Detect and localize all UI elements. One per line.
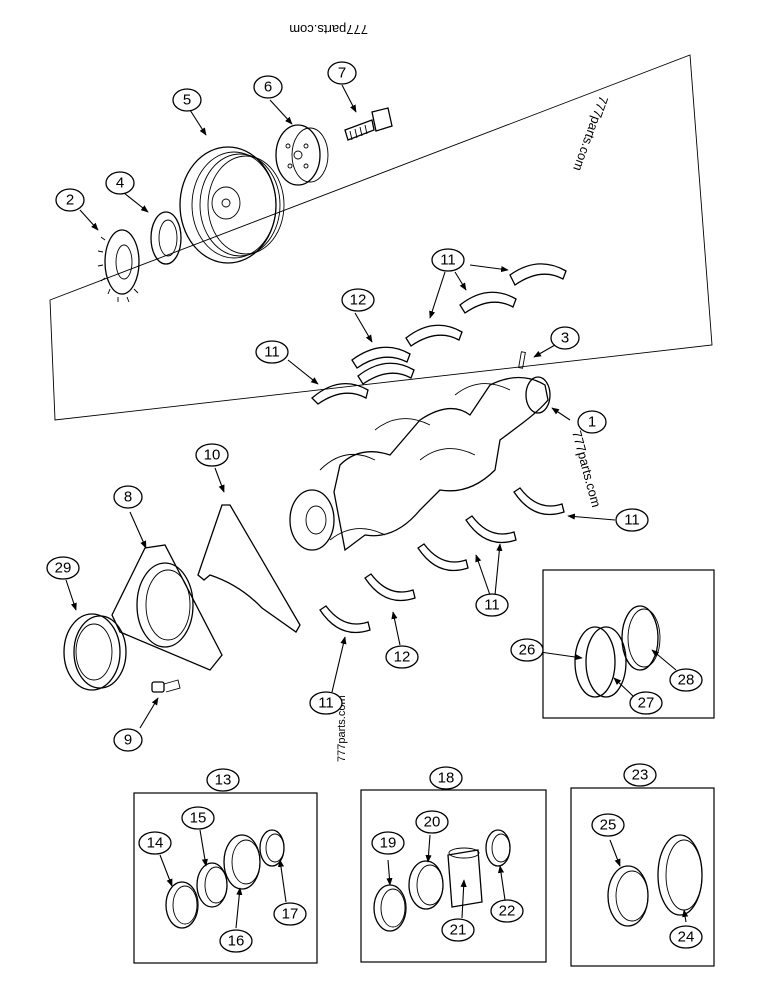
callout-26[interactable]: 26: [510, 638, 544, 662]
svg-text:8: 8: [124, 489, 132, 506]
kit-box-23: [570, 787, 715, 967]
callout-6[interactable]: 6: [253, 75, 283, 99]
leader-lines: [65, 84, 689, 929]
crankshaft-gear: [97, 229, 140, 303]
kit-26-parts: [574, 605, 661, 698]
crankshaft: [289, 376, 551, 552]
svg-text:1: 1: [588, 414, 596, 431]
svg-text:2: 2: [66, 192, 74, 209]
rear-oil-seal: [63, 613, 127, 691]
watermark-top: 777parts.com: [289, 22, 368, 37]
callout-1[interactable]: 1: [577, 410, 607, 434]
callout-12-lower[interactable]: 12: [385, 645, 419, 669]
svg-text:23: 23: [632, 767, 649, 784]
crankshaft-pulley: [179, 146, 285, 264]
callout-3[interactable]: 3: [550, 326, 580, 350]
svg-text:29: 29: [55, 560, 72, 577]
pulley-bolt: [344, 107, 393, 141]
svg-text:11: 11: [484, 597, 500, 614]
callout-5[interactable]: 5: [172, 88, 202, 112]
housing-bolt: [151, 679, 181, 693]
spacer-ring: [150, 211, 182, 265]
watermark-top-right: 777parts.com: [570, 94, 611, 173]
svg-text:11: 11: [318, 695, 334, 712]
svg-text:17: 17: [282, 906, 299, 923]
callout-22[interactable]: 22: [490, 899, 524, 923]
svg-text:12: 12: [394, 649, 411, 666]
callout-9[interactable]: 9: [113, 728, 143, 752]
callout-24[interactable]: 24: [669, 925, 703, 949]
callout-28[interactable]: 28: [669, 668, 703, 692]
callout-11-lower-group[interactable]: 11: [475, 593, 509, 617]
svg-text:15: 15: [190, 810, 207, 827]
callout-14[interactable]: 14: [138, 831, 172, 855]
svg-text:19: 19: [380, 835, 397, 852]
callout-27[interactable]: 27: [629, 691, 663, 715]
svg-text:5: 5: [183, 92, 191, 109]
callout-21[interactable]: 21: [441, 918, 475, 942]
callout-15[interactable]: 15: [181, 806, 215, 830]
callout-20[interactable]: 20: [415, 810, 449, 834]
kit-23-parts: [607, 834, 703, 927]
callout-8[interactable]: 8: [113, 485, 143, 509]
svg-text:4: 4: [116, 175, 124, 192]
callout-18[interactable]: 18: [429, 766, 463, 790]
svg-text:27: 27: [638, 695, 655, 712]
housing-gasket: [197, 504, 301, 633]
svg-text:11: 11: [264, 344, 280, 361]
callout-16[interactable]: 16: [219, 929, 253, 953]
svg-text:16: 16: [228, 933, 245, 950]
svg-text:12: 12: [350, 292, 367, 309]
svg-text:26: 26: [519, 642, 536, 659]
callout-25[interactable]: 25: [591, 813, 625, 837]
main-bearings-lower: [319, 487, 565, 634]
svg-text:22: 22: [499, 903, 516, 920]
kit-box-26: [542, 569, 715, 719]
front-group-frame: [49, 54, 713, 421]
callout-11-upper-front[interactable]: 11: [255, 340, 289, 364]
svg-text:11: 11: [624, 512, 640, 529]
vibration-damper-hub: [275, 124, 329, 186]
svg-text:24: 24: [678, 929, 695, 946]
svg-text:21: 21: [450, 922, 467, 939]
watermark-middle: 777parts.com: [569, 429, 604, 509]
svg-text:9: 9: [124, 732, 132, 749]
kit-box-13: [133, 792, 318, 964]
callout-10[interactable]: 10: [195, 443, 229, 467]
svg-text:25: 25: [600, 817, 617, 834]
callout-17[interactable]: 17: [273, 902, 307, 926]
callout-29[interactable]: 29: [46, 556, 80, 580]
svg-text:11: 11: [440, 252, 456, 269]
svg-text:7: 7: [338, 65, 346, 82]
callout-11-upper-group[interactable]: 11: [431, 248, 465, 272]
watermark-bottom: 777parts.com: [336, 695, 348, 762]
kit-13-parts: [165, 829, 285, 929]
main-bearings-upper: [311, 263, 567, 405]
callout-4[interactable]: 4: [105, 171, 135, 195]
svg-text:3: 3: [561, 330, 569, 347]
svg-text:20: 20: [424, 814, 441, 831]
callout-13[interactable]: 13: [206, 768, 240, 792]
svg-text:10: 10: [204, 447, 221, 464]
svg-text:18: 18: [438, 770, 455, 787]
callout-19[interactable]: 19: [371, 831, 405, 855]
callout-11-lower-front[interactable]: 11: [309, 691, 343, 715]
callout-11-lower-rear[interactable]: 11: [615, 508, 649, 532]
callout-2[interactable]: 2: [55, 188, 85, 212]
svg-text:13: 13: [215, 772, 232, 789]
kit-box-18: [360, 789, 547, 963]
svg-text:28: 28: [678, 672, 695, 689]
callout-23[interactable]: 23: [623, 763, 657, 787]
svg-text:6: 6: [264, 79, 272, 96]
callout-12-upper[interactable]: 12: [341, 288, 375, 312]
callout-7[interactable]: 7: [327, 61, 357, 85]
svg-text:14: 14: [147, 835, 164, 852]
rear-seal-housing: [111, 544, 223, 671]
